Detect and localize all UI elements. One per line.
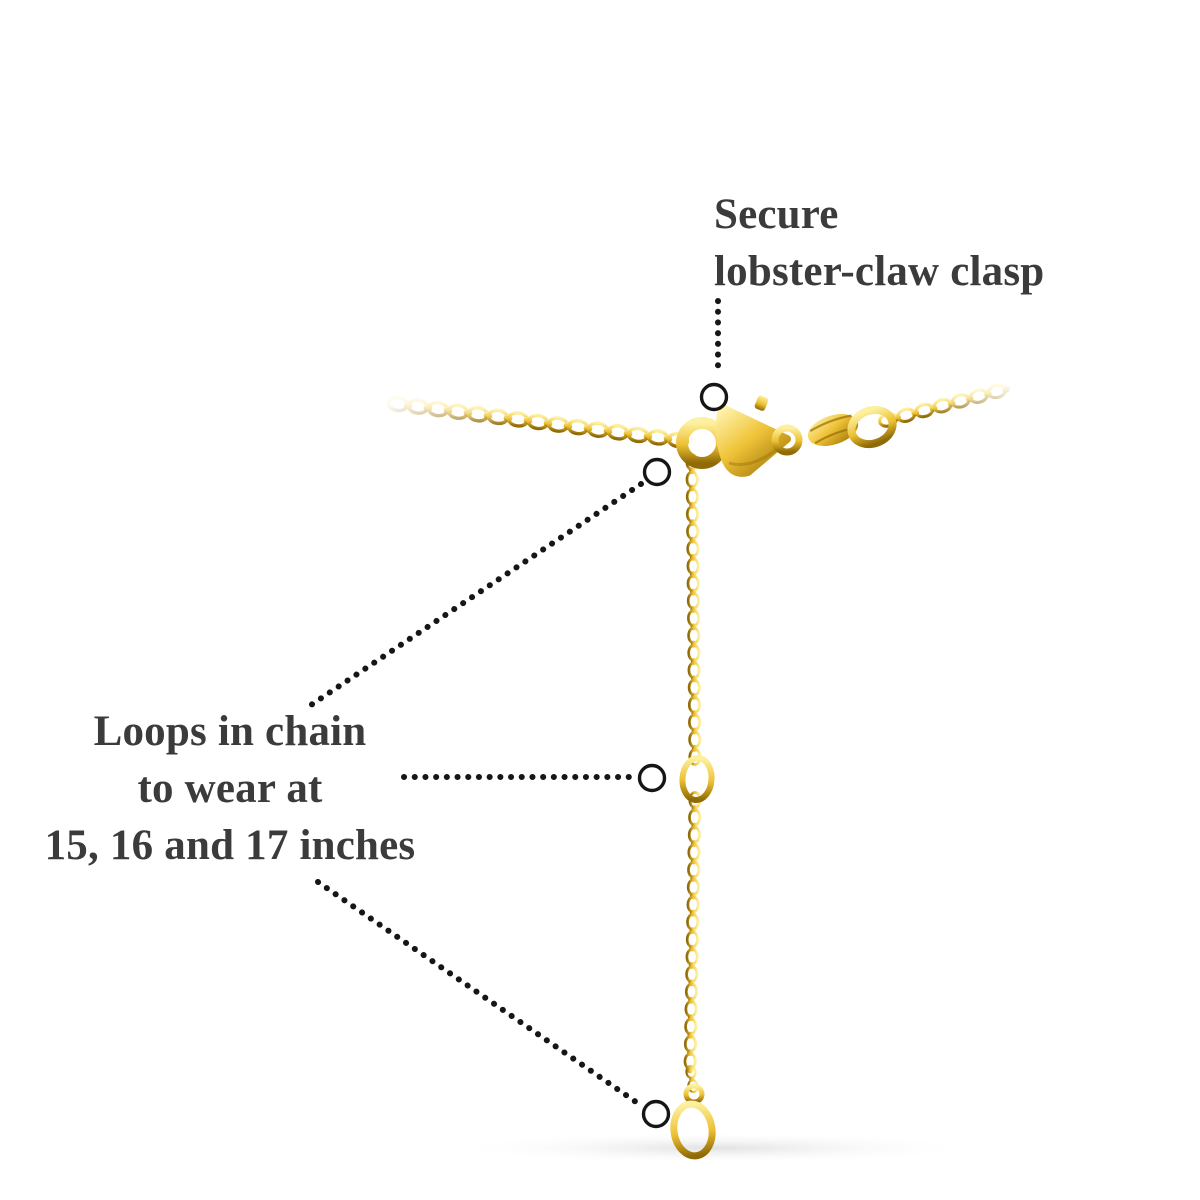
chain-link — [688, 713, 702, 732]
clasp-trigger — [754, 395, 769, 411]
chain-links-layer — [386, 383, 1010, 1094]
chain-link — [687, 678, 701, 697]
clasp-body — [715, 405, 791, 477]
chain-link — [686, 557, 700, 575]
chain-link — [685, 487, 699, 506]
jump-ring — [771, 424, 803, 456]
clasp-annotation-line2: lobster-claw clasp — [714, 248, 1045, 295]
callout-markers — [637, 382, 729, 1129]
chain-link — [686, 522, 700, 541]
loops-annotation-line1: Loops in chain — [93, 708, 367, 755]
callout-marker-clasp — [699, 382, 729, 412]
chain-fade-left — [378, 380, 518, 448]
loop-17-inch-end — [670, 1100, 716, 1160]
chain-link — [687, 609, 701, 628]
chain-link — [686, 591, 700, 610]
end-loop-connector-ring — [683, 1083, 705, 1105]
clasp-annotation: Secure lobster-claw clasp — [714, 186, 1044, 300]
chain-link — [687, 644, 701, 662]
loops-annotation: Loops in chain to wear at 15, 16 and 17 … — [18, 703, 442, 874]
callouts — [305, 298, 721, 1105]
clasp-annotation-line1: Secure — [714, 191, 839, 238]
lobster-clasp — [676, 395, 897, 477]
callout-line-loop-15 — [305, 481, 644, 710]
loop-16-inch — [679, 755, 715, 803]
tag-ring — [847, 405, 897, 449]
callout-marker-loop-17 — [641, 1099, 671, 1129]
callout-line-loop-17 — [315, 879, 639, 1105]
chain-fade-right — [925, 356, 1025, 434]
brand-tag-engraving-top — [809, 414, 852, 433]
callout-marker-loop-16 — [637, 763, 667, 793]
loops-annotation-line3: 15, 16 and 17 inches — [44, 822, 416, 869]
callout-marker-loop-15 — [642, 457, 672, 487]
brand-tag-oval — [807, 414, 859, 446]
floor-shadow — [450, 1132, 980, 1164]
loops-annotation-line2: to wear at — [137, 765, 323, 812]
